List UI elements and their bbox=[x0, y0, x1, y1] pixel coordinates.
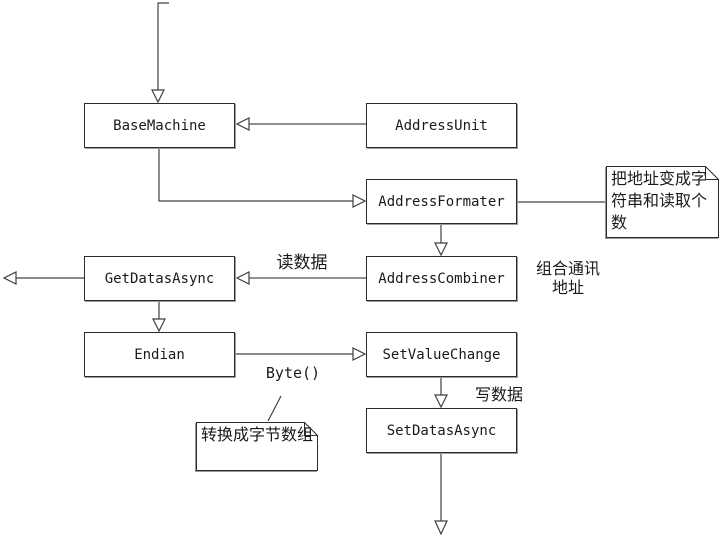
node-setdatasasync-label: SetDatasAsync bbox=[386, 422, 497, 439]
edge-addresscombiner-to-getdatasasync bbox=[235, 271, 366, 285]
arrowhead-down-icon bbox=[434, 394, 448, 409]
note-outline bbox=[196, 422, 318, 471]
note-addressformater[interactable]: 把地址变成字符串和读取个数 bbox=[606, 166, 719, 238]
note-endian-byte-text: 转换成字节数组 bbox=[201, 425, 314, 444]
edge-label-byte-call: Byte() bbox=[265, 364, 321, 382]
edge-addressformater-to-addresscombiner bbox=[434, 224, 448, 257]
edge-label-read-data: 读数据 bbox=[276, 253, 328, 273]
node-addressformater[interactable]: AddressFormater bbox=[366, 179, 517, 224]
node-getdatasasync-label: GetDatasAsync bbox=[104, 270, 215, 287]
note-fold-corner-icon bbox=[705, 166, 719, 180]
arrowhead-right-icon bbox=[352, 194, 367, 208]
node-setvaluechange[interactable]: SetValueChange bbox=[366, 332, 517, 377]
edge-byte-note-anchor bbox=[267, 395, 282, 422]
edge-setvaluechange-to-setdatasasync bbox=[434, 377, 448, 409]
arrowhead-down-icon bbox=[151, 89, 165, 104]
node-getdatasasync[interactable]: GetDatasAsync bbox=[84, 256, 235, 301]
arrowhead-left-icon bbox=[2, 271, 17, 285]
arrowhead-left-icon bbox=[235, 271, 250, 285]
edge-label-write-data: 写数据 bbox=[474, 385, 523, 404]
edge-addressunit-to-basemachine bbox=[235, 117, 366, 131]
node-basemachine[interactable]: BaseMachine bbox=[84, 103, 235, 148]
node-endian-label: Endian bbox=[134, 346, 185, 363]
edge-setdatasasync-to-bottom-exit bbox=[434, 453, 448, 536]
note-shape bbox=[196, 422, 318, 471]
note-outline bbox=[606, 166, 719, 238]
note-addressformater-text: 把地址变成字符串和读取个数 bbox=[611, 169, 708, 232]
edge-getdatasasync-to-left-exit bbox=[2, 271, 84, 285]
edge-endian-to-setvaluechange bbox=[235, 347, 367, 361]
node-addressformater-label: AddressFormater bbox=[378, 193, 505, 210]
edge-entry-to-basemachine bbox=[151, 2, 169, 104]
node-basemachine-label: BaseMachine bbox=[113, 117, 206, 134]
arrowhead-left-icon bbox=[235, 117, 250, 131]
edge-label-combine-address: 组合通讯地址 bbox=[535, 259, 600, 297]
arrowhead-right-icon bbox=[352, 347, 367, 361]
node-addressunit-label: AddressUnit bbox=[395, 117, 488, 134]
note-endian-byte[interactable]: 转换成字节数组 bbox=[196, 422, 318, 471]
node-endian[interactable]: Endian bbox=[84, 332, 235, 377]
edge-basemachine-to-addressformater bbox=[158, 147, 367, 208]
arrowhead-down-icon bbox=[434, 242, 448, 257]
note-shape bbox=[606, 166, 719, 238]
edge-line bbox=[157, 2, 169, 90]
node-addresscombiner[interactable]: AddressCombiner bbox=[366, 256, 517, 301]
node-setvaluechange-label: SetValueChange bbox=[382, 346, 501, 363]
note-fold-corner-icon bbox=[304, 422, 318, 436]
arrowhead-down-icon bbox=[152, 318, 166, 333]
edge-getdatasasync-to-endian bbox=[152, 301, 166, 333]
node-setdatasasync[interactable]: SetDatasAsync bbox=[366, 408, 517, 453]
node-addresscombiner-label: AddressCombiner bbox=[378, 270, 505, 287]
note-anchor-line bbox=[267, 395, 282, 422]
arrowhead-down-icon bbox=[434, 520, 448, 536]
edge-line bbox=[158, 147, 353, 202]
node-addressunit[interactable]: AddressUnit bbox=[366, 103, 517, 148]
